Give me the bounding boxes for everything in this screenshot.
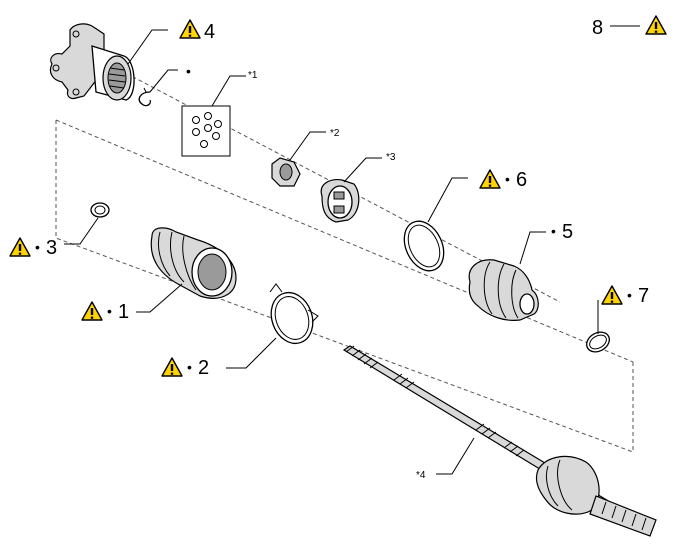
leader-snap-ring (149, 69, 178, 93)
callout-8: 8 (592, 15, 667, 39)
warning-triangle-icon (601, 285, 623, 305)
part-6-boot-clamp (403, 220, 445, 272)
callout-6: • 6 (479, 169, 527, 191)
part-3-small-clamp (90, 202, 110, 218)
callout-2: • 2 (161, 357, 209, 379)
leader-5 (519, 231, 546, 265)
callout-s1: *1 (248, 70, 258, 81)
snap-ring-small (138, 87, 152, 107)
leader-6 (427, 177, 468, 223)
callout-2-bullet: • (187, 359, 192, 375)
warning-triangle-icon (81, 301, 103, 321)
callout-3-bullet: • (35, 239, 40, 255)
part-7-small-clamp (586, 331, 610, 353)
callout-7-bullet: • (627, 287, 632, 303)
callout-4: 4 (179, 19, 215, 43)
warning-triangle-icon (161, 357, 183, 377)
ball-bearing-set (181, 105, 231, 157)
callout-6-bullet: • (505, 171, 510, 187)
part-2-large-clamp (269, 283, 319, 345)
leader-3 (64, 217, 99, 245)
part-5-outboard-boot (468, 259, 539, 321)
leader-s2 (289, 131, 326, 161)
leader-s1 (211, 75, 246, 107)
leader-2 (226, 337, 277, 369)
callout-7: • 7 (601, 285, 649, 307)
part-1-inboard-boot (150, 227, 237, 299)
callout-3-number: 3 (46, 237, 57, 259)
leader-4 (127, 29, 168, 65)
warning-triangle-icon (645, 15, 667, 35)
callout-2-number: 2 (198, 357, 209, 379)
callout-1-number: 1 (118, 301, 129, 323)
leader-1 (136, 283, 183, 313)
warning-triangle-icon (179, 19, 201, 39)
leader-s3 (343, 157, 382, 183)
bearing-cage (320, 179, 360, 223)
leader-s4 (436, 437, 475, 475)
callout-1: • 1 (81, 301, 129, 323)
callout-3: • 3 (9, 237, 57, 259)
callout-5: • 5 (551, 221, 573, 243)
warning-triangle-icon (479, 169, 501, 189)
callout-5-bullet: • (551, 223, 556, 239)
warning-triangle-icon (9, 237, 31, 257)
callout-s4: *4 (416, 470, 426, 481)
inner-race (271, 157, 301, 187)
part-4-joint-housing (49, 23, 135, 101)
dashed-guide-lines (55, 69, 634, 453)
callout-6-number: 6 (516, 169, 527, 191)
callout-4-number: 4 (204, 21, 215, 43)
callout-5-number: 5 (562, 221, 573, 243)
callout-1-bullet: • (107, 303, 112, 319)
callout-7-number: 7 (638, 285, 649, 307)
drive-shaft (342, 345, 657, 537)
callout-snap-ring-bullet: • (186, 63, 191, 79)
callout-8-number: 8 (592, 17, 603, 39)
callout-s2: *2 (330, 128, 340, 139)
callout-s3: *3 (386, 152, 396, 163)
